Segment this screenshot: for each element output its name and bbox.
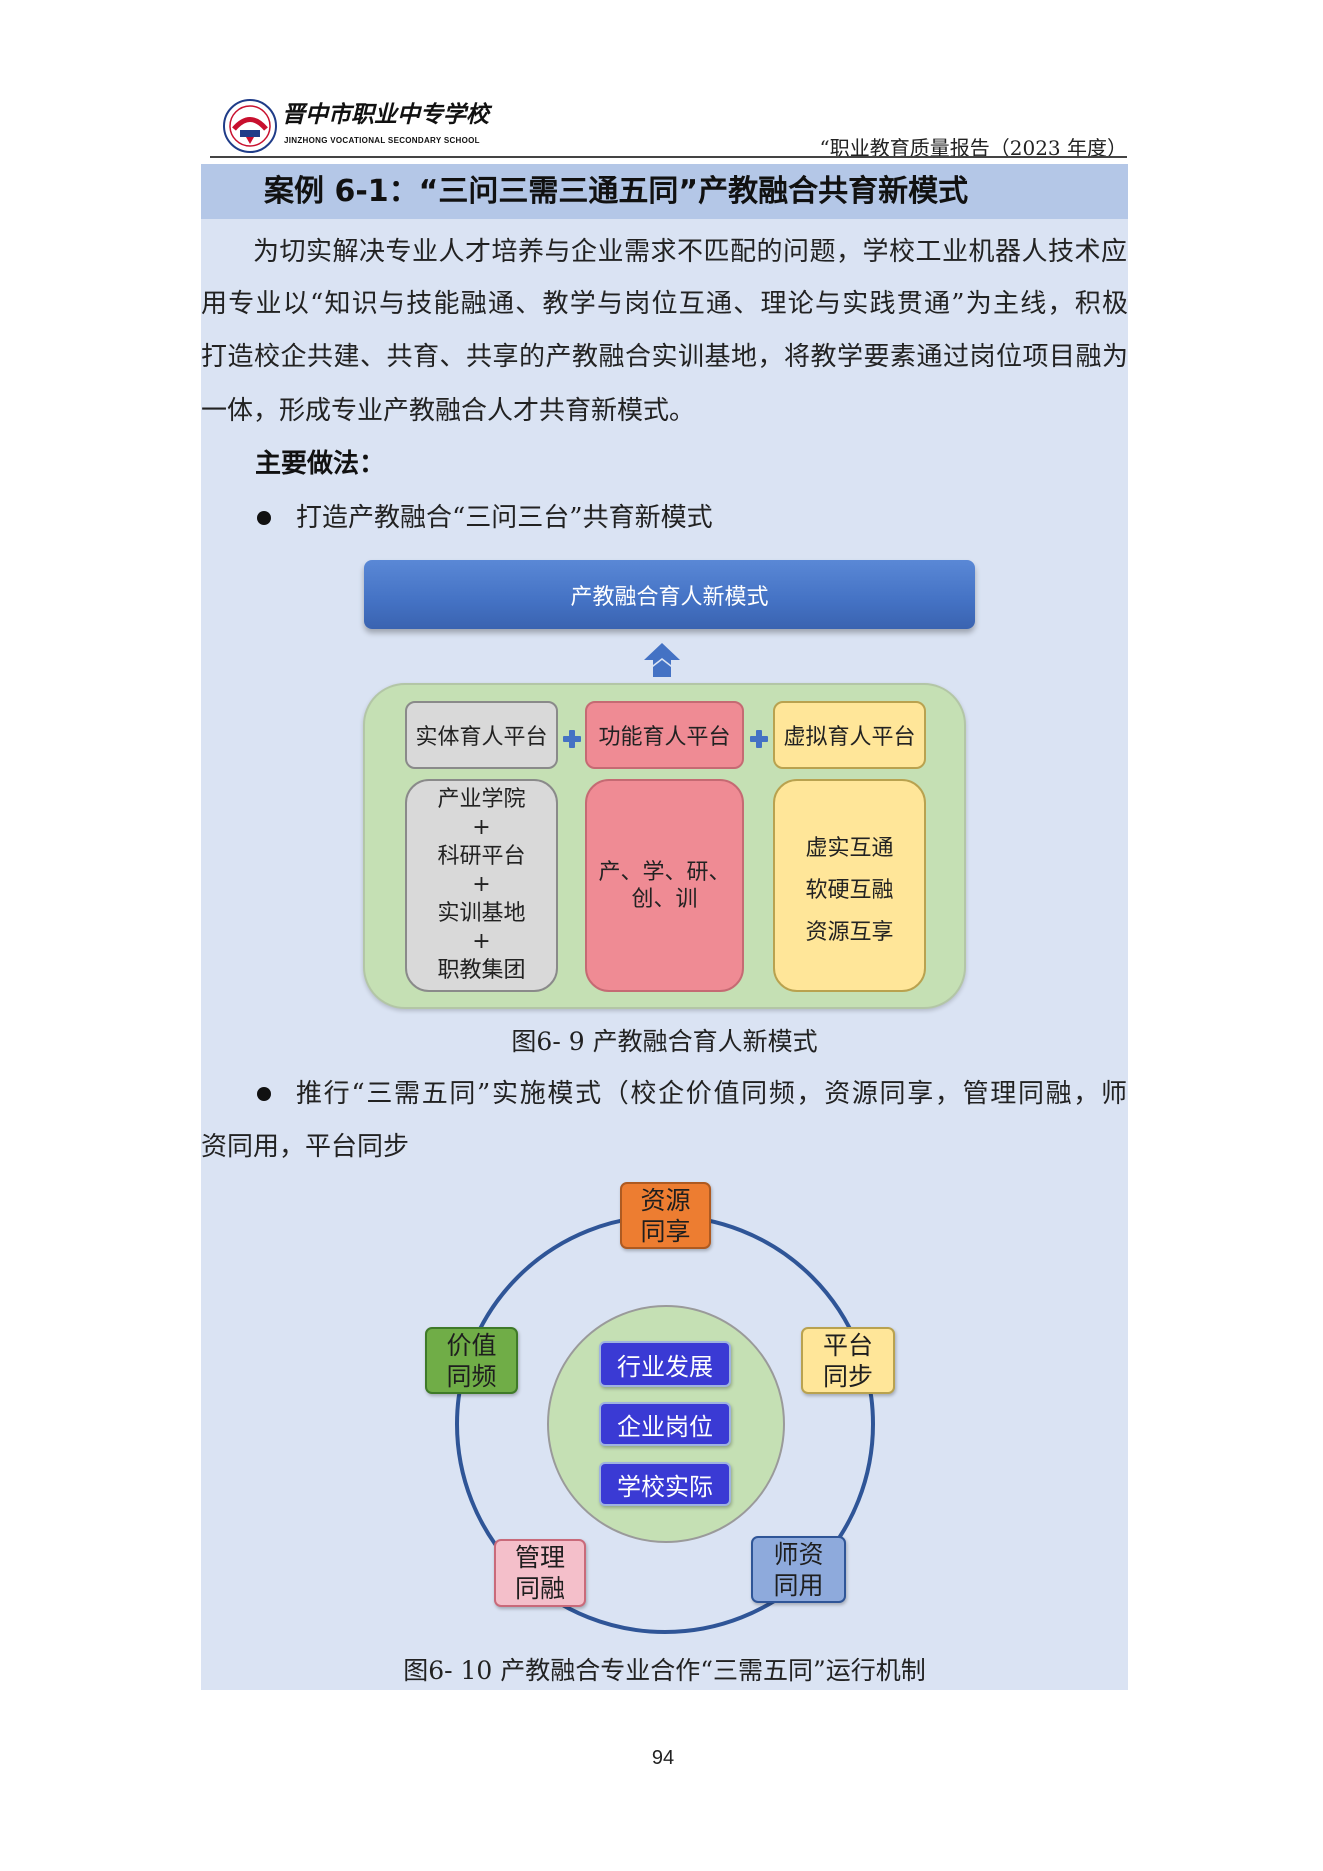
case-title-bar — [201, 164, 1128, 219]
core-box-enterprise: 企业岗位 — [599, 1402, 731, 1446]
node-label: 同融 — [514, 1574, 565, 1603]
node-management-fusion: 管理 同融 — [494, 1539, 586, 1607]
node-resource-sharing: 资源 同享 — [620, 1182, 711, 1249]
figure1-banner: 产教融合育人新模式 — [364, 560, 975, 629]
school-seal-icon — [223, 99, 277, 153]
plus-icon — [563, 730, 581, 748]
node-label: 师资 — [773, 1539, 824, 1569]
node-label: 价值 — [446, 1330, 497, 1360]
platform-content-item: + — [472, 872, 491, 898]
platform-content-item: 创、训 — [631, 886, 698, 912]
physical-platform-content: 产业学院 + 科研平台 + 实训基地 + 职教集团 — [405, 779, 558, 992]
platform-content-item: 虚实互通 — [805, 835, 894, 861]
page-number: 94 — [651, 1747, 675, 1769]
intro-line: 打造校企共建、共育、共享的产教融合实训基地，将教学要素通过岗位项目融为 — [201, 342, 1128, 372]
physical-platform-header: 实体育人平台 — [405, 701, 558, 769]
case-title: 案例 6-1：“三问三需三通五同”产教融合共育新模式 — [264, 174, 969, 209]
intro-line: 一体，形成专业产教融合人才共育新模式。 — [201, 396, 696, 426]
bullet-icon — [257, 511, 271, 525]
node-value-alignment: 价值 同频 — [425, 1327, 518, 1394]
platform-content-item: + — [472, 929, 491, 955]
intro-line: 为切实解决专业人才培养与企业需求不匹配的问题，学校工业机器人技术应 — [253, 237, 1127, 267]
node-label: 同用 — [773, 1570, 824, 1600]
node-platform-sync: 平台 同步 — [801, 1327, 895, 1394]
functional-platform-label: 功能育人平台 — [598, 725, 731, 750]
figure1-caption: 图6- 9 产教融合育人新模式 — [511, 1027, 818, 1056]
functional-platform-content: 产、学、研、 创、训 — [585, 779, 744, 992]
section-heading: 主要做法： — [255, 449, 386, 479]
platform-content-item: 资源互享 — [805, 919, 894, 945]
figure2-caption: 图6- 10 产教融合专业合作“三需五同”运行机制 — [403, 1656, 926, 1685]
school-name-en: JINZHONG VOCATIONAL SECONDARY SCHOOL — [284, 136, 480, 145]
plus-icon — [750, 730, 768, 748]
core-box-industry: 行业发展 — [599, 1341, 731, 1387]
platform-content-item: 软硬互融 — [805, 877, 894, 903]
platform-content-item: + — [472, 815, 491, 841]
bullet-icon — [257, 1087, 271, 1101]
virtual-platform-header: 虚拟育人平台 — [773, 701, 926, 769]
bullet-text: 推行“三需五同”实施模式（校企价值同频，资源同享，管理同融，师 — [296, 1079, 1127, 1109]
intro-line: 用专业以“知识与技能融通、教学与岗位互通、理论与实践贯通”为主线，积极 — [201, 289, 1128, 319]
figure1-banner-label: 产教融合育人新模式 — [570, 584, 769, 610]
node-label: 平台 — [822, 1330, 873, 1360]
platform-content-item: 产、学、研、 — [598, 859, 731, 885]
up-arrow-icon — [644, 643, 680, 677]
node-label: 同频 — [446, 1361, 497, 1391]
functional-platform-header: 功能育人平台 — [585, 701, 744, 769]
platform-content-item: 产业学院 — [437, 787, 526, 813]
node-label: 管理 — [514, 1543, 565, 1572]
node-label: 资源 — [640, 1185, 691, 1215]
school-name-cn: 晋中市职业中专学校 — [282, 101, 489, 128]
school-logo — [222, 98, 502, 154]
virtual-platform-content: 虚实互通 软硬互融 资源互享 — [773, 779, 926, 992]
platform-content-item: 职教集团 — [437, 957, 526, 983]
bullet-text: 打造产教融合“三问三台”共育新模式 — [296, 503, 713, 533]
core-box-school: 学校实际 — [599, 1462, 731, 1506]
bullet-text: 资同用，平台同步 — [201, 1132, 410, 1162]
node-teacher-sharing: 师资 同用 — [751, 1536, 846, 1603]
platform-content-item: 科研平台 — [437, 843, 526, 869]
physical-platform-label: 实体育人平台 — [415, 725, 548, 750]
platform-content-item: 实训基地 — [437, 900, 526, 926]
node-label: 同享 — [640, 1216, 691, 1246]
header-divider — [210, 156, 1127, 158]
node-label: 同步 — [822, 1361, 873, 1391]
virtual-platform-label: 虚拟育人平台 — [783, 725, 916, 750]
